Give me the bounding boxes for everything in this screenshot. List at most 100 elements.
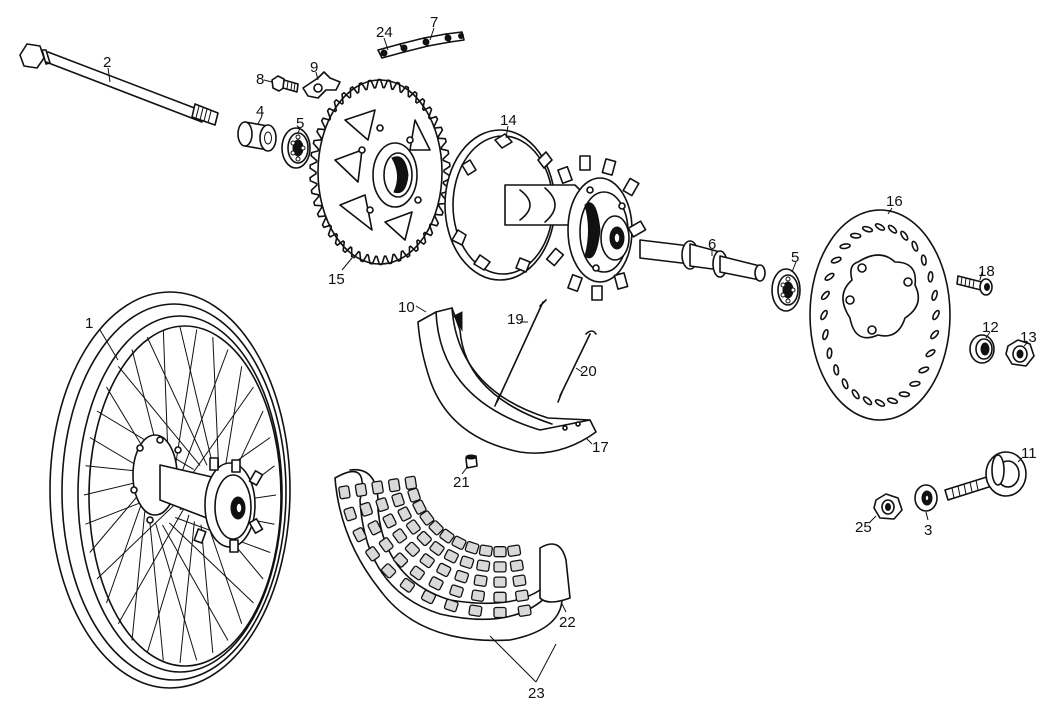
wheel-spoke bbox=[212, 337, 220, 476]
tread-block bbox=[449, 584, 464, 598]
callout-16: 16 bbox=[886, 193, 903, 210]
tread-block bbox=[352, 527, 367, 543]
wheel-spoke bbox=[200, 524, 214, 653]
tread-block bbox=[391, 492, 405, 508]
disc-slot bbox=[930, 329, 940, 340]
callout-15: 15 bbox=[328, 271, 345, 288]
tread-block bbox=[405, 519, 421, 535]
tread-block bbox=[378, 537, 394, 553]
spoke-short bbox=[557, 330, 597, 403]
wheel-spoke bbox=[179, 521, 195, 664]
callout-13: 13 bbox=[1020, 329, 1037, 346]
callout-11: 11 bbox=[1021, 445, 1037, 462]
callout-22: 22 bbox=[559, 614, 576, 631]
tread-block bbox=[392, 552, 409, 568]
tread-block bbox=[409, 565, 425, 581]
chain-links bbox=[377, 31, 465, 59]
tread-block bbox=[493, 561, 507, 573]
tread-block bbox=[468, 604, 483, 617]
callout-25: 25 bbox=[855, 519, 872, 536]
disc-slot bbox=[909, 380, 921, 387]
disc-slot bbox=[833, 364, 840, 376]
tread-block bbox=[419, 510, 435, 526]
tread-block bbox=[404, 475, 418, 490]
tread-block bbox=[407, 487, 421, 503]
sprocket bbox=[309, 78, 451, 266]
complete-wheel bbox=[49, 291, 291, 689]
tread-block bbox=[404, 541, 420, 557]
disc-slot bbox=[820, 309, 828, 321]
tread-block bbox=[451, 535, 467, 550]
washer bbox=[914, 484, 938, 512]
disc-slot bbox=[932, 309, 940, 321]
callout-19: 19 bbox=[507, 311, 524, 328]
disc-slot bbox=[931, 289, 938, 302]
wheel-spoke bbox=[162, 524, 229, 641]
tread-block bbox=[397, 506, 412, 522]
callout-20: 20 bbox=[580, 363, 597, 380]
tread-block bbox=[478, 544, 493, 557]
chain-adjuster bbox=[944, 451, 1027, 501]
axle-nut bbox=[1005, 339, 1035, 367]
disc-slot bbox=[841, 378, 849, 390]
tread-block bbox=[517, 604, 532, 617]
tread-block bbox=[381, 563, 397, 579]
callout-17: 17 bbox=[592, 439, 609, 456]
disc-slot bbox=[861, 225, 874, 233]
tread-block bbox=[509, 559, 524, 572]
disc-slot bbox=[822, 328, 829, 341]
axle-bolt bbox=[19, 43, 219, 126]
tread-block bbox=[514, 589, 530, 602]
disc-slot bbox=[874, 399, 886, 407]
tread-block bbox=[507, 544, 522, 557]
callout-12: 12 bbox=[982, 319, 999, 336]
tread-block bbox=[419, 553, 435, 569]
tread-block bbox=[470, 589, 486, 602]
tread-block bbox=[343, 506, 357, 522]
wheel-spoke bbox=[117, 505, 186, 624]
bearing-left bbox=[281, 127, 311, 169]
disc-slot bbox=[839, 243, 851, 250]
tread-block bbox=[365, 546, 381, 562]
disc-slot bbox=[862, 396, 873, 406]
callout-8: 8 bbox=[256, 71, 264, 88]
callout-5-left: 5 bbox=[296, 115, 304, 132]
rear-hub bbox=[444, 129, 647, 301]
leader-lines bbox=[99, 27, 1029, 683]
disc-slot bbox=[849, 232, 862, 239]
callout-14: 14 bbox=[500, 112, 517, 129]
tread-block bbox=[382, 513, 397, 529]
spoke-long bbox=[494, 299, 547, 407]
adjuster-nut bbox=[873, 493, 903, 520]
callout-7: 7 bbox=[430, 14, 438, 31]
tread-block bbox=[428, 576, 444, 591]
wheel-spoke bbox=[96, 495, 185, 580]
tread-block bbox=[399, 577, 416, 593]
disc-slot bbox=[920, 254, 927, 266]
tread-block bbox=[464, 540, 480, 555]
disc-slot bbox=[918, 366, 930, 374]
disc-slot bbox=[911, 240, 919, 252]
callout-4: 4 bbox=[256, 103, 264, 120]
disc-slot bbox=[851, 389, 860, 400]
callout-21: 21 bbox=[453, 474, 470, 491]
bearing-right bbox=[771, 268, 801, 312]
wheel-spoke bbox=[117, 365, 201, 466]
wheel-spoke bbox=[146, 514, 190, 654]
disc-slot bbox=[898, 391, 911, 398]
tread-block bbox=[493, 576, 507, 588]
tread-block bbox=[354, 482, 368, 497]
wheel-spoke bbox=[207, 524, 243, 624]
disc-slot bbox=[830, 256, 842, 264]
wheel-spoke bbox=[179, 326, 215, 469]
tread-block bbox=[439, 528, 455, 544]
tread-block bbox=[367, 520, 382, 536]
tread-block bbox=[412, 499, 427, 515]
tread-block bbox=[493, 591, 507, 603]
tread-block bbox=[371, 480, 384, 495]
callout-18: 18 bbox=[978, 263, 995, 280]
spacer-washer bbox=[969, 334, 995, 364]
tread-block bbox=[387, 478, 401, 493]
disc-slot bbox=[826, 347, 833, 359]
tread-block bbox=[428, 520, 444, 536]
